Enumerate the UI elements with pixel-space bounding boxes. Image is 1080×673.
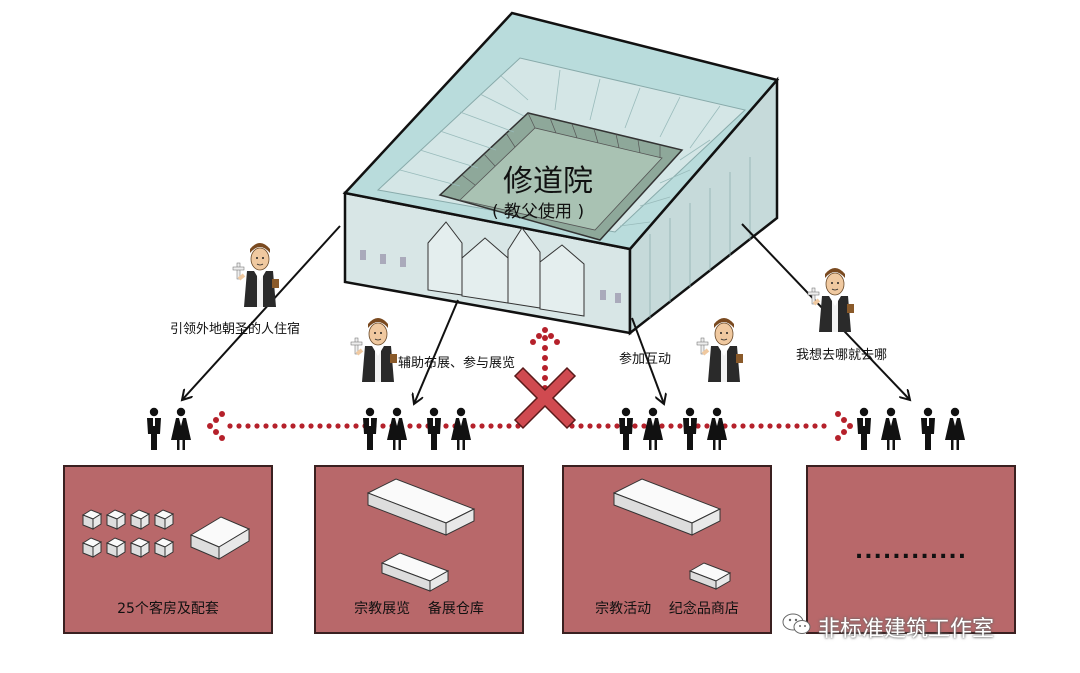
dotted-line-dot (299, 423, 305, 429)
dotted-line-dot (470, 423, 476, 429)
dotted-line-dot (758, 423, 764, 429)
dotted-line-dot (281, 423, 287, 429)
box-lodging: 25个客房及配套 (63, 465, 273, 634)
priest-cartoon-icon (349, 316, 399, 384)
dotted-line-dot (335, 423, 341, 429)
dotted-line-dot (308, 423, 314, 429)
dotted-line-dot (605, 423, 611, 429)
dotted-line-dot (407, 423, 413, 429)
dotted-line-dot (488, 423, 494, 429)
dotted-line-dot (587, 423, 593, 429)
box-exhibition: 宗教展览 备展仓库 (314, 465, 524, 634)
monastery-subtitle: ( 教父使用 ) (492, 202, 585, 222)
person-figure-icon (945, 407, 965, 450)
dotted-line-dot (263, 423, 269, 429)
person-figure-icon (451, 407, 471, 450)
dotted-line-dot (272, 423, 278, 429)
priest-label-join-interaction: 参加互动 (619, 352, 672, 367)
dotted-line-dot (380, 423, 386, 429)
dotted-line-dot (614, 423, 620, 429)
person-figure-icon (619, 407, 633, 450)
dotted-arrowhead-right (835, 411, 853, 441)
arrow-to-activities (631, 317, 664, 404)
box-label-lodging: 25个客房及配套 (117, 601, 219, 617)
red-cross-icon (513, 366, 577, 430)
dotted-line-dot (731, 423, 737, 429)
dotted-line-dot (668, 423, 674, 429)
dotted-line-dot (353, 423, 359, 429)
person-figure-icon (707, 407, 727, 450)
person-figure-icon (857, 407, 871, 450)
box-other-ellipsis: ............ (854, 539, 968, 564)
dotted-line-dot (659, 423, 665, 429)
priest-label-assist-exhibition: 辅助布展、参与展览 (398, 356, 516, 371)
dotted-arrowhead-left (207, 411, 225, 441)
dotted-line-dot (803, 423, 809, 429)
person-figure-icon (643, 407, 663, 450)
dotted-line-dot (785, 423, 791, 429)
lodging-blocks-icon (81, 509, 251, 560)
dotted-line-dot (236, 423, 242, 429)
dotted-line-dot (443, 423, 449, 429)
dotted-line-dot (749, 423, 755, 429)
dotted-line-dot (245, 423, 251, 429)
box-other: ............ (806, 465, 1016, 634)
dotted-line-dot (317, 423, 323, 429)
arrow-to-lodging (182, 225, 341, 400)
person-figure-icon (147, 407, 161, 450)
dotted-line-dot (227, 423, 233, 429)
dotted-line-dot (767, 423, 773, 429)
dotted-line-dot (290, 423, 296, 429)
monastery-title: 修道院 (503, 164, 593, 199)
exhibition-blocks-icon (366, 478, 476, 592)
dotted-line-dot (641, 423, 647, 429)
dotted-line-dot (776, 423, 782, 429)
dotted-line-dot (812, 423, 818, 429)
arrow-to-exhibition (414, 299, 459, 404)
dotted-line-dot (704, 423, 710, 429)
person-figure-icon (427, 407, 441, 450)
red-dotted-arrows (207, 327, 853, 441)
person-figure-icon (683, 407, 697, 450)
dotted-line-dot (596, 423, 602, 429)
priest-label-lead-pilgrims: 引领外地朝圣的人住宿 (170, 322, 301, 337)
dotted-line-dot (326, 423, 332, 429)
priest-cartoon-icon (806, 266, 856, 334)
people-group-lodging (147, 407, 191, 450)
dotted-line-dot (632, 423, 638, 429)
box-label-exhibition: 宗教展览 备展仓库 (354, 601, 484, 617)
person-figure-icon (921, 407, 935, 450)
wechat-icon (782, 613, 811, 634)
priest-label-go-anywhere: 我想去哪就去哪 (796, 348, 888, 363)
dotted-line-dot (677, 423, 683, 429)
dotted-line-dot (497, 423, 503, 429)
priest-cartoon-icon (695, 316, 745, 384)
box-label-activities: 宗教活动 纪念品商店 (595, 601, 739, 617)
watermark-text: 非标准建筑工作室 (818, 617, 995, 642)
dotted-line-dot (821, 423, 827, 429)
dotted-line-dot (416, 423, 422, 429)
monastery-building (342, 11, 780, 336)
people-group-activities (619, 407, 727, 450)
dotted-line-dot (794, 423, 800, 429)
priest-cartoon-icon (231, 241, 281, 309)
person-figure-icon (881, 407, 901, 450)
activities-blocks-icon (612, 478, 732, 590)
dotted-line-dot (740, 423, 746, 429)
people-group-exhibition (363, 407, 471, 450)
dotted-line-dot (578, 423, 584, 429)
box-activities: 宗教活动 纪念品商店 (562, 465, 772, 634)
person-figure-icon (171, 407, 191, 450)
person-figure-icon (363, 407, 377, 450)
person-figure-icon (387, 407, 407, 450)
dotted-line-dot (479, 423, 485, 429)
dotted-line-dot (506, 423, 512, 429)
dotted-line-dot (344, 423, 350, 429)
dotted-line-dot (695, 423, 701, 429)
dotted-line-dot (254, 423, 260, 429)
people-group-other (857, 407, 965, 450)
